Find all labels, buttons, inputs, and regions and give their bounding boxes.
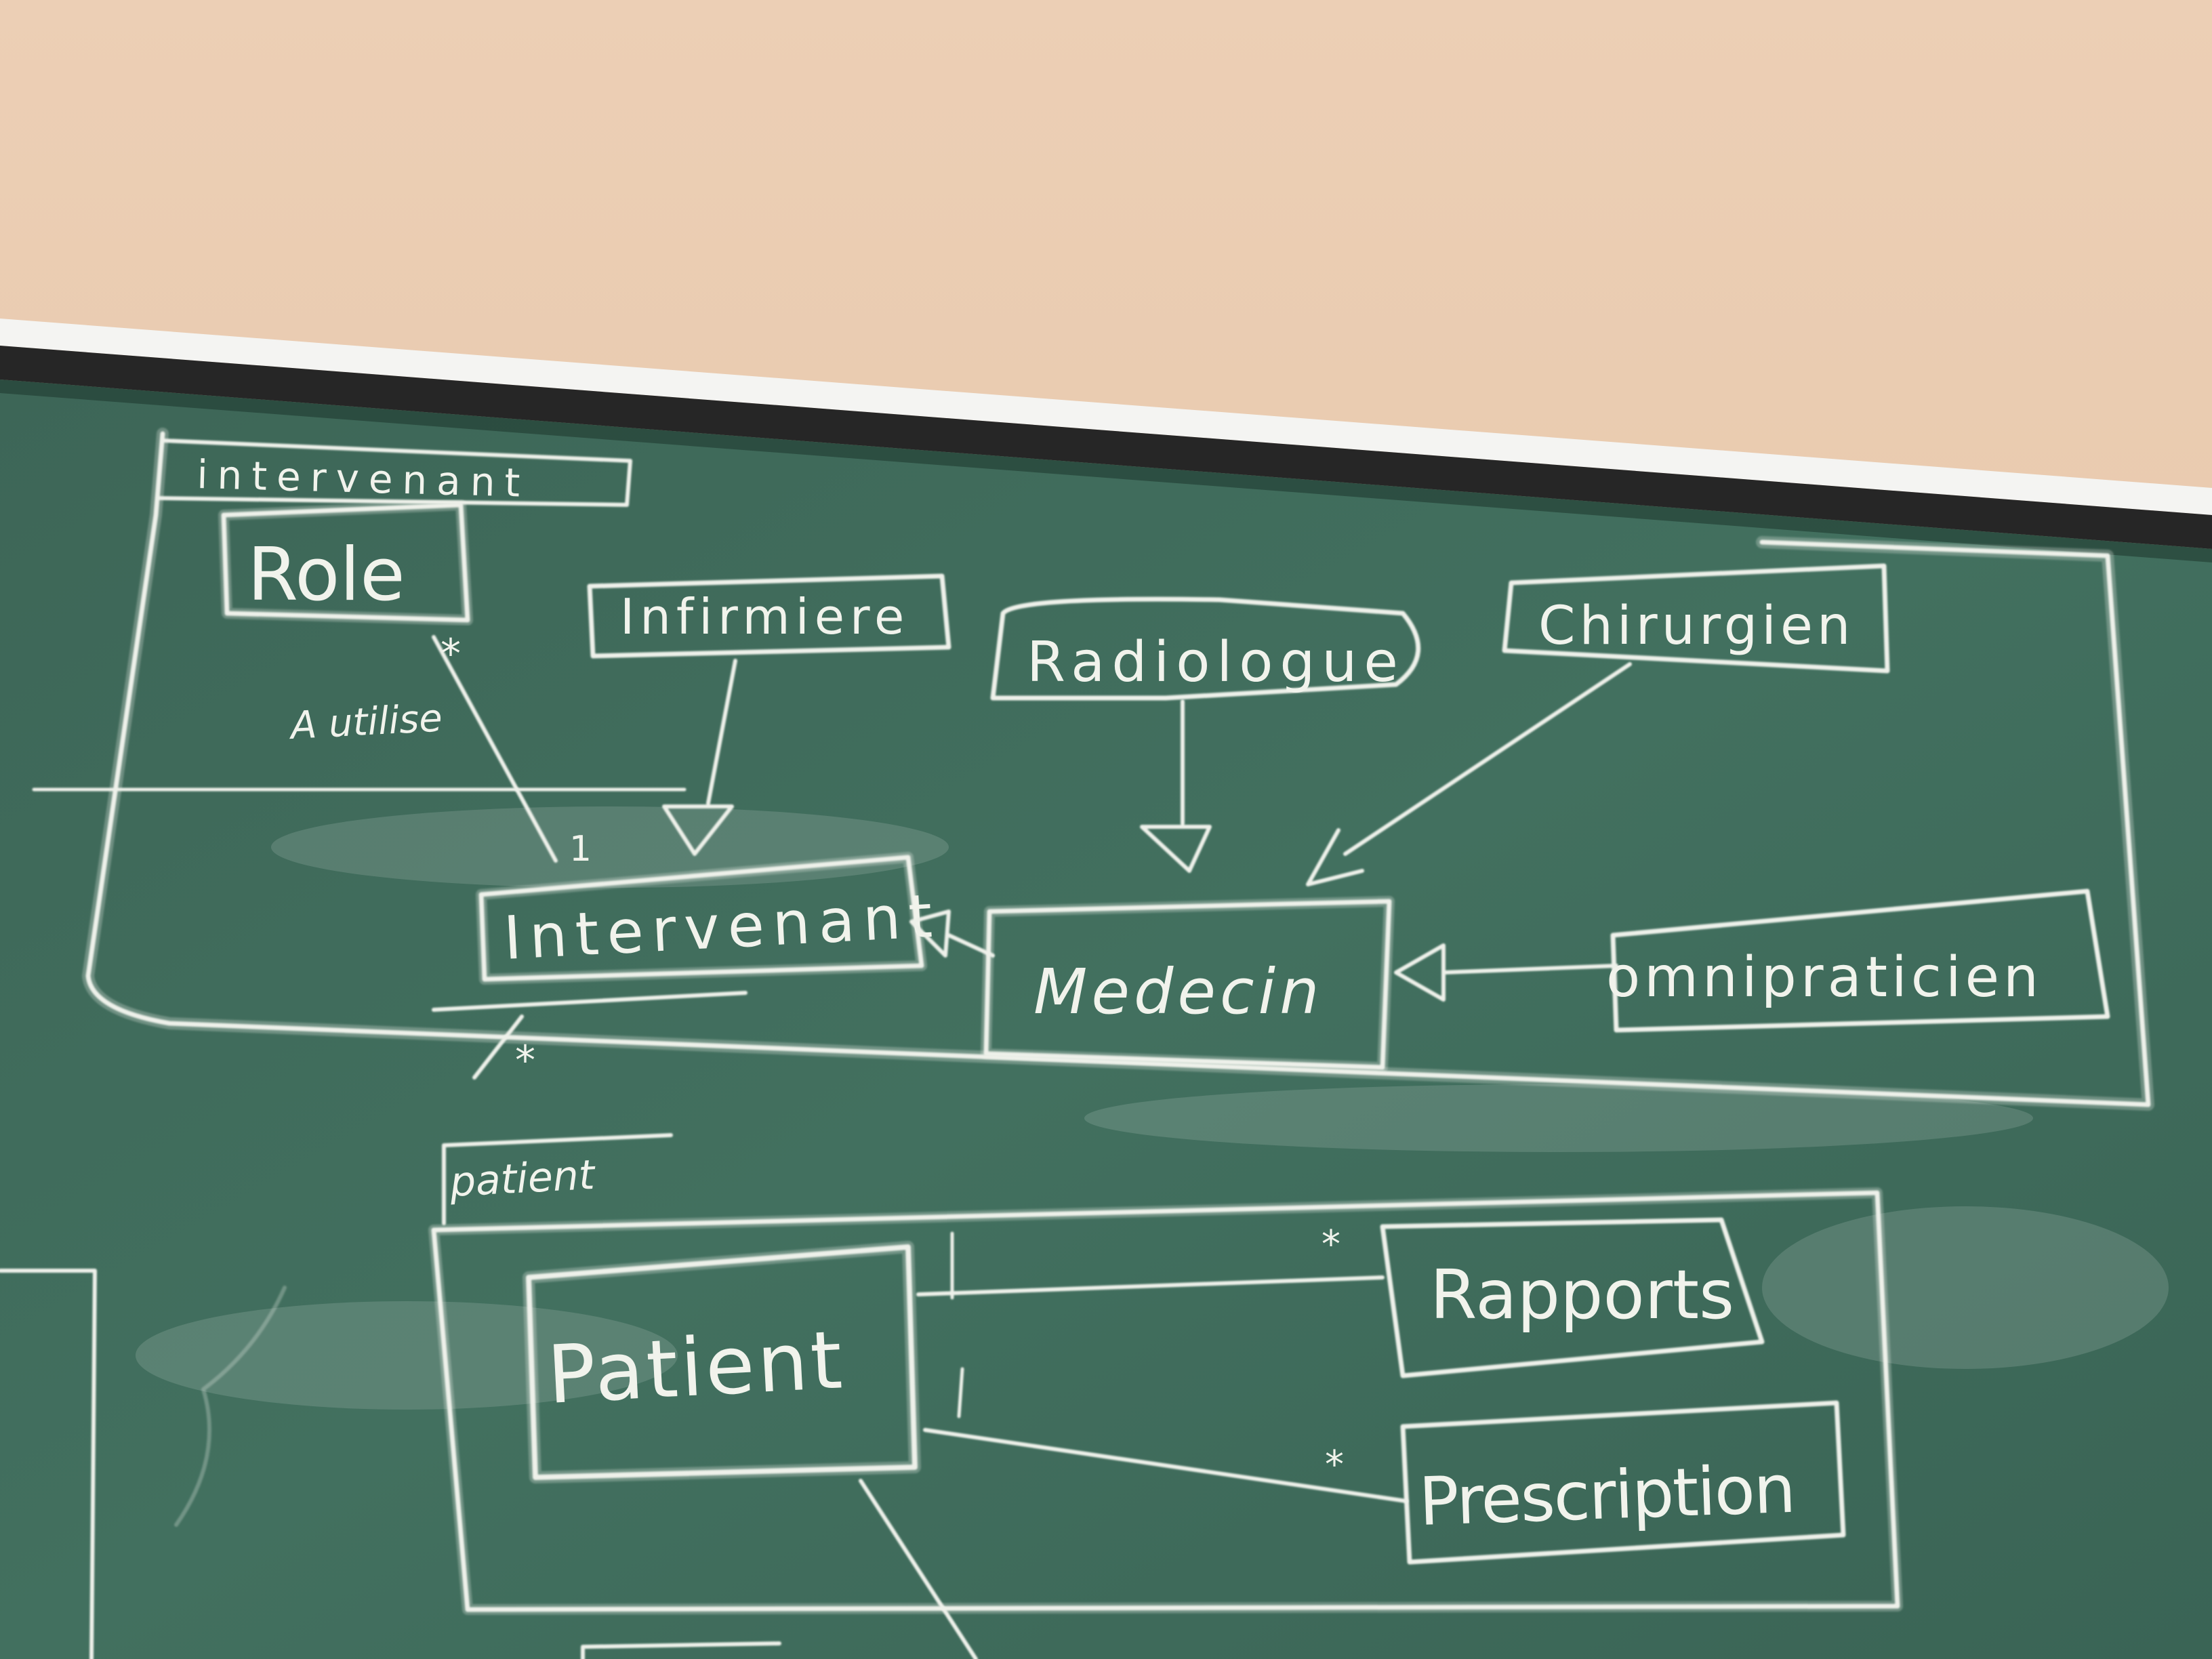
multiplicity-role-many: * [441,630,461,678]
patient-relations [859,1231,1408,1659]
partial-left-box [0,1269,97,1659]
board-frame-shadow [0,380,2212,562]
chirurgien-generalization [1343,662,1632,856]
scribble-left [174,1286,287,1527]
class-radiologue-label: Radiologue [1027,630,1405,695]
intervenant-relations [432,635,1632,1080]
chalkboard [0,380,2212,1659]
package-tab [157,438,632,507]
medecin-arrowhead [909,909,951,958]
partial-drawings [0,1269,781,1659]
class-prescription [1400,1400,1846,1565]
patient-outgoing-link [859,1479,978,1659]
class-intervenant [432,852,927,1012]
omnipraticien-generalization [1441,964,1618,975]
multiplicity-rapports-many: * [1322,1223,1340,1267]
multiplicity-intervenant-one: 1 [569,829,592,869]
role-association-label: A utilise [287,696,443,748]
class-medecin-label: Medecin [1033,956,1323,1028]
multiplicity-prescription-many: * [1325,1443,1344,1487]
patient-one-mark-bottom [957,1367,964,1418]
class-patient [523,1241,921,1483]
radiologue-arrowhead [1140,825,1212,873]
board-frame-top [0,319,2212,515]
patient-prescription-association [923,1428,1408,1503]
class-patient-label: Patient [545,1313,846,1422]
chirurgien-arrowhead [1306,828,1364,886]
class-role [218,499,473,626]
package-patient [428,1133,1903,1615]
package-patient-outline [431,1190,1900,1612]
class-rapports [1380,1217,1765,1378]
class-infirmiere-label: Infirmiere [620,588,909,645]
class-infirmiere [587,573,951,659]
package-intervenant-tab-label: intervenant [197,451,531,506]
package-patient-tab [442,1133,673,1225]
intervenant-patient-link [472,1015,524,1080]
class-chirurgien-label: Chirurgien [1538,596,1854,657]
multiplicity-intervenant-many: * [515,1037,535,1084]
package-patient-tab-label: patient [448,1151,597,1206]
infirmiere-arrowhead [662,804,734,856]
patient-rapports-association [916,1275,1385,1296]
class-omnipraticien-label: omnipraticien [1606,945,2043,1010]
omnipraticien-arrowhead [1394,943,1446,1002]
partial-bottom-box [581,1641,781,1659]
class-role-label: Role [247,533,405,617]
class-chirurgien [1502,563,1890,674]
package-intervenant [32,428,2154,1111]
infirmiere-generalization [706,659,737,805]
board-frame-dark [0,346,2212,549]
class-omnipraticien [1610,888,2110,1033]
package-outline [85,431,2151,1107]
class-rapports-label: Rapports [1430,1255,1734,1334]
medecin-generalization [947,933,995,958]
role-intervenant-association [432,635,558,863]
class-medecin [981,896,1395,1073]
class-radiologue [990,596,1421,701]
class-prescription-label: Prescription [1418,1451,1796,1541]
